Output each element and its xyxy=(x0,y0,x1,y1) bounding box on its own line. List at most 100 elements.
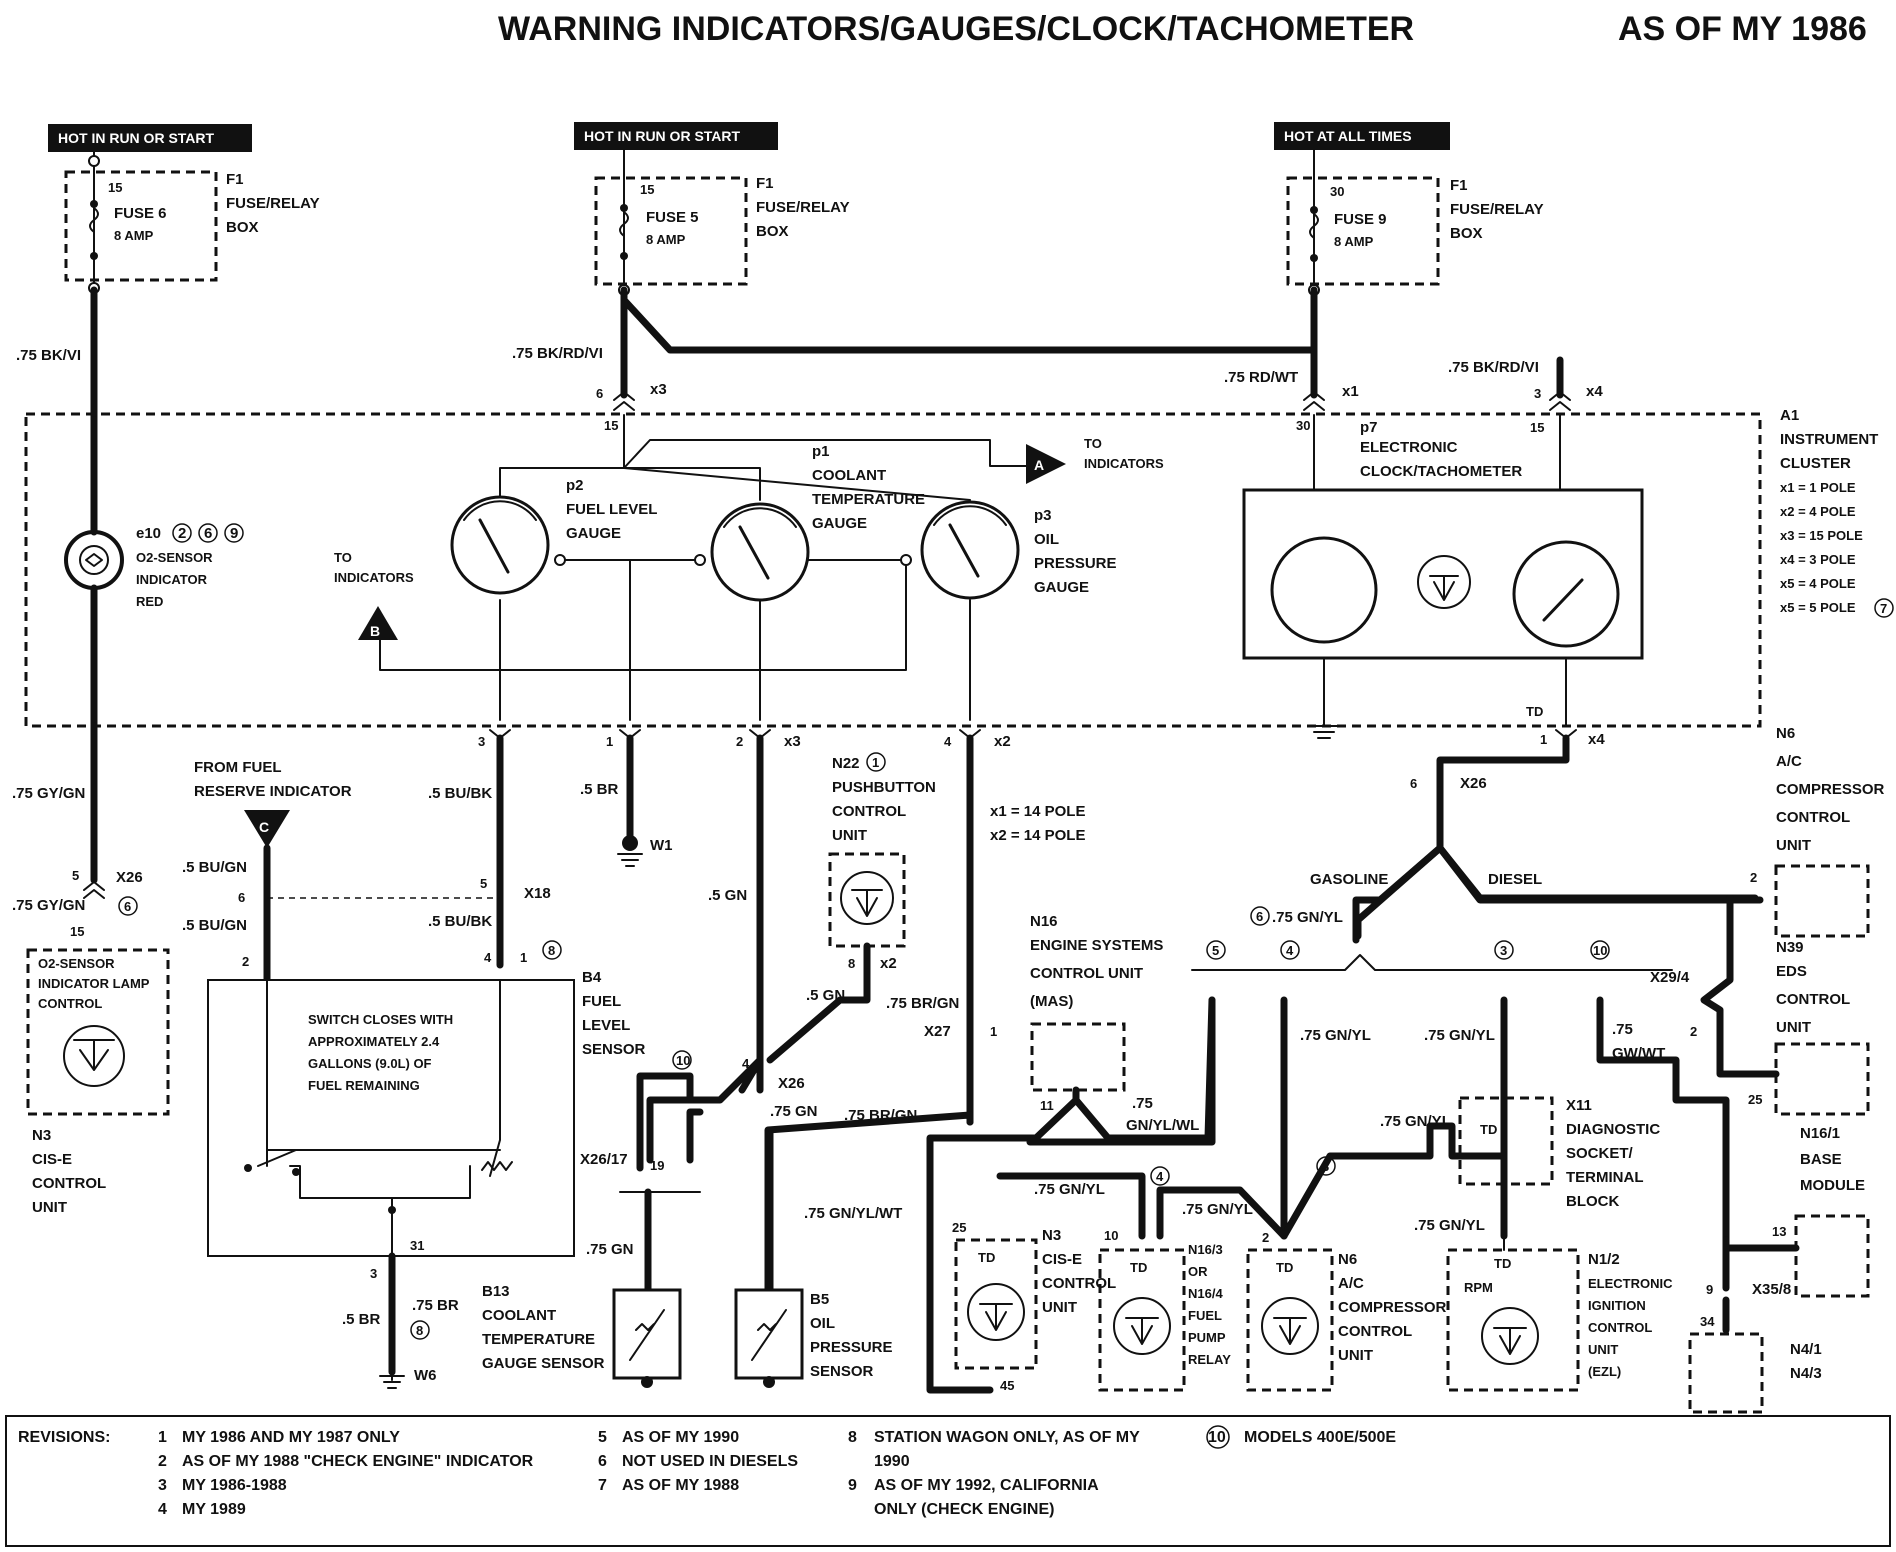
top-wires xyxy=(90,286,1564,424)
n163-label-2: OR xyxy=(1188,1264,1208,1279)
p1-label-3: GAUGE xyxy=(812,515,867,532)
n3-o2-lamp-control: O2-SENSOR INDICATOR LAMP CONTROL N3 CIS-… xyxy=(26,868,170,1216)
power-label-2: HOT IN RUN OR START xyxy=(574,122,778,150)
n161-label-2: MODULE xyxy=(1800,1177,1865,1194)
wire-label-20: .75 BR xyxy=(412,1297,459,1314)
n43-label: N4/3 xyxy=(1790,1365,1822,1382)
e10-note-9: 9 xyxy=(230,525,238,542)
x11-diagnostic-socket: TD X11 DIAGNOSTIC SOCKET/ TERMINAL BLOCK xyxy=(1458,1096,1660,1251)
b5-label-3: SENSOR xyxy=(810,1363,874,1380)
wire-label-15: .75 GN xyxy=(770,1103,818,1120)
a1-id: A1 xyxy=(1780,407,1799,424)
n22-pushbutton-control-unit: N22 1 PUSHBUTTON CONTROL UNIT 8 x2 .5 GN… xyxy=(766,752,959,1064)
connector-x3-top: 6 x3 xyxy=(596,381,667,411)
tag-a-triangle xyxy=(1026,444,1066,484)
a1-pole-note: 7 xyxy=(1880,601,1887,616)
pin-30-cluster: 30 xyxy=(1296,418,1310,433)
p3-label-1: OIL xyxy=(1034,531,1059,548)
revisions-label: REVISIONS: xyxy=(18,1429,110,1446)
wire-label-25: .75 GN/YL xyxy=(1424,1027,1495,1044)
wire-label-2: .75 BK/RD/VI xyxy=(512,345,603,362)
connector-x1-label: x1 xyxy=(1342,383,1359,400)
pin-11: 11 xyxy=(1040,1098,1054,1113)
pin-45: 45 xyxy=(1000,1378,1014,1393)
wire-label-17: .75 GN/YL/WT xyxy=(804,1205,902,1222)
wire-label-22: .75 GN/YL xyxy=(1300,1027,1371,1044)
b4-label-2: LEVEL xyxy=(582,1017,630,1034)
rev-7-text: AS OF MY 1988 xyxy=(622,1477,739,1494)
x11-label-2: SOCKET/ xyxy=(1566,1145,1634,1162)
n163-label-1: N16/3 xyxy=(1188,1242,1223,1257)
n12-label-4: UNIT xyxy=(1588,1342,1618,1357)
note-6: 6 xyxy=(124,899,131,914)
fuel-reserve-label-1: FROM FUEL xyxy=(194,759,282,776)
wire-label-5: .75 GY/GN xyxy=(12,785,85,802)
rev-5-text: AS OF MY 1990 xyxy=(622,1429,739,1446)
n39-label-1: EDS xyxy=(1776,963,1807,980)
power-label-3: HOT AT ALL TIMES xyxy=(1274,122,1450,150)
b5-id: B5 xyxy=(810,1291,829,1308)
tag-c-label: C xyxy=(259,819,269,835)
b4-note-4: FUEL REMAINING xyxy=(308,1078,420,1093)
pin-1-x3: 1 xyxy=(606,734,613,749)
wire-label-26: .75 GN/YL xyxy=(1034,1181,1105,1198)
n12-label-3: CONTROL xyxy=(1588,1320,1652,1335)
n22-note: 1 xyxy=(872,755,879,770)
fuse-9-rating: 8 AMP xyxy=(1334,234,1374,249)
cluster-td: TD xyxy=(1526,704,1543,719)
e10-note-2: 2 xyxy=(178,525,186,542)
n16-engine-systems-control-unit: N16 ENGINE SYSTEMS CONTROL UNIT (MAS) 11… xyxy=(926,913,1216,1394)
wire-label-1: .75 BK/VI xyxy=(16,347,81,364)
fuse-6-rating: 8 AMP xyxy=(114,228,154,243)
rev-2-n: 2 xyxy=(158,1453,167,1470)
branch-note-5: 5 xyxy=(1212,943,1219,958)
wire-label-8: .5 BU/BK xyxy=(428,913,492,930)
pin-4-b4: 4 xyxy=(484,950,492,965)
rpm-label: RPM xyxy=(1464,1280,1493,1295)
pin-2-x29: 2 xyxy=(1690,1024,1697,1039)
fuse-box-2-id: F1 xyxy=(756,175,774,192)
o2-sensor-indicator-lamp: e10 2 6 9 O2-SENSOR INDICATOR RED xyxy=(64,416,244,730)
tag-b-triangle xyxy=(358,606,398,640)
x11-label-4: BLOCK xyxy=(1566,1193,1619,1210)
pin-4-x26: 4 xyxy=(742,1056,750,1071)
rev-8-text: STATION WAGON ONLY, AS OF MY xyxy=(874,1429,1140,1446)
wire-label-7: .5 BU/BK xyxy=(428,785,492,802)
fuse-9-pin: 30 xyxy=(1330,184,1344,199)
wire-label-21: .75 GN/YL xyxy=(1272,909,1343,926)
note-8: 8 xyxy=(548,943,555,958)
pin-2-n6a: 2 xyxy=(1750,870,1757,885)
p1-label-1: COOLANT xyxy=(812,467,886,484)
fuel-reserve-label-2: RESERVE INDICATOR xyxy=(194,783,352,800)
wire-label-14: .75 BR/GN xyxy=(886,995,959,1012)
n163-label-4: FUEL xyxy=(1188,1308,1222,1323)
rev-3-n: 3 xyxy=(158,1477,167,1494)
pin-25-n3: 25 xyxy=(952,1220,966,1235)
n6-ac-compressor-control-unit-bottom: TD 2 N6 A/C COMPRESSOR CONTROL UNIT xyxy=(1246,1230,1447,1392)
pin-5-x26: 5 xyxy=(72,868,79,883)
b4-id: B4 xyxy=(582,969,602,986)
rev-3-text: MY 1986-1988 xyxy=(182,1477,287,1494)
n22-id: N22 xyxy=(832,755,860,772)
n6b-label-3: CONTROL xyxy=(1338,1323,1412,1340)
b5-label-2: PRESSURE xyxy=(810,1339,893,1356)
n163-label-6: RELAY xyxy=(1188,1352,1231,1367)
n39-id: N39 xyxy=(1776,939,1804,956)
connector-x3-top-label: x3 xyxy=(650,381,667,398)
pin-10: 10 xyxy=(1104,1228,1118,1243)
n6b-label-4: UNIT xyxy=(1338,1347,1373,1364)
n16-1-base-module: N16/1 BASE MODULE 13 9 X35/8 34 N4/1 N4/… xyxy=(1688,1125,1870,1414)
note-3: 3 xyxy=(1322,1159,1329,1174)
pin-1-x4: 1 xyxy=(1540,732,1547,747)
n6b-label-2: COMPRESSOR xyxy=(1338,1299,1447,1316)
pin-4-x2: 4 xyxy=(944,734,952,749)
b4-label-1: FUEL xyxy=(582,993,621,1010)
wire-label-6: .75 GY/GN xyxy=(12,897,85,914)
pin-15b-cluster: 15 xyxy=(1530,420,1544,435)
pin-31: 31 xyxy=(410,1238,424,1253)
wire-label-30: GW/WT xyxy=(1612,1045,1665,1062)
x11-label-1: DIAGNOSTIC xyxy=(1566,1121,1660,1138)
model-year-label: AS OF MY 1986 xyxy=(1618,10,1867,48)
